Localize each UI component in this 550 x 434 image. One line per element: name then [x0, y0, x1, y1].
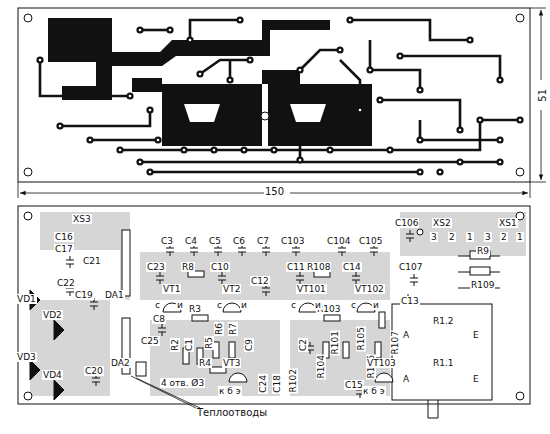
part-label: R1.1 [432, 358, 455, 368]
part-label: 4 отв. Ø3 [160, 378, 205, 388]
part-label: C3 [160, 236, 174, 246]
callout-label: Теплоотводы [196, 408, 268, 418]
part-label: R5 [204, 336, 214, 350]
part-label: 2 [448, 232, 456, 242]
part-label: R8 [181, 262, 195, 272]
part-label: C24 [258, 374, 268, 394]
part-label: R6 [214, 322, 224, 336]
part-label: C20 [84, 366, 104, 376]
part-label: DA2 [110, 358, 131, 368]
part-label: C12 [250, 276, 270, 286]
part-label: 1 [466, 232, 474, 242]
part-label: XS2 [432, 218, 452, 228]
part-label: VT2 [222, 284, 241, 294]
part-label: C11 [286, 262, 306, 272]
part-label: R101 [330, 330, 340, 355]
part-label: с [350, 300, 357, 310]
part-label: R7 [228, 322, 238, 336]
part-label: VT102 [354, 284, 385, 294]
part-label: VT101 [296, 284, 327, 294]
part-label: VT1 [162, 284, 181, 294]
dimension-label: 150 [264, 187, 285, 197]
part-label: R3 [188, 304, 202, 314]
part-label: C22 [56, 278, 76, 288]
part-label: E [472, 374, 480, 384]
part-label: с [290, 300, 297, 310]
part-label: XS3 [72, 214, 92, 224]
part-label: и [372, 300, 380, 310]
part-label: C2 [298, 338, 308, 352]
part-label: C1 [184, 338, 194, 352]
part-label: и [240, 300, 248, 310]
part-label: C9 [244, 338, 254, 352]
part-label: R102 [288, 368, 298, 393]
part-label: VD1 [16, 294, 37, 304]
part-label: R4 [198, 358, 212, 368]
part-label: C14 [342, 262, 362, 272]
part-label: C21 [82, 256, 102, 266]
part-label: C23 [146, 262, 166, 272]
part-label: и [314, 300, 322, 310]
part-label: к б э [218, 386, 242, 396]
part-label: C13 [400, 296, 420, 306]
part-label: R2 [170, 338, 180, 352]
part-label: R104 [316, 354, 326, 379]
part-label: к б э [362, 386, 386, 396]
part-label: C18 [272, 374, 282, 394]
part-label: C4 [184, 236, 198, 246]
part-label: 1 [516, 232, 524, 242]
part-label: VT3 [222, 358, 241, 368]
part-label: 3 [484, 232, 492, 242]
part-label: A [402, 374, 410, 384]
part-label: C6 [232, 236, 246, 246]
part-label: E [472, 330, 480, 340]
part-label: 3 [430, 232, 438, 242]
part-label: C5 [208, 236, 222, 246]
part-label: XS1 [498, 218, 518, 228]
part-label: C106 [394, 218, 419, 228]
part-label: R107 [390, 330, 400, 355]
part-label: C19 [74, 290, 94, 300]
part-label: C105 [358, 236, 383, 246]
part-label: R108 [306, 262, 331, 272]
part-label: C10 [210, 262, 230, 272]
part-label: C25 [140, 336, 160, 346]
part-label: C8 [152, 314, 166, 324]
part-label: C17 [54, 244, 74, 254]
part-label: 2 [500, 232, 508, 242]
part-label: C7 [256, 236, 270, 246]
part-label: A [402, 330, 410, 340]
dimension-label: 51 [538, 88, 548, 103]
component-side [18, 206, 530, 418]
part-label: с [216, 300, 223, 310]
part-label: C15 [344, 380, 364, 390]
part-label: C103 [280, 236, 305, 246]
part-label: R105 [356, 326, 366, 351]
part-label: C104 [326, 236, 351, 246]
copper-side [18, 8, 530, 182]
part-label: VT103 [366, 358, 397, 368]
part-label: VD4 [42, 370, 63, 380]
part-label: VD3 [16, 352, 37, 362]
part-label: R1.2 [432, 316, 455, 326]
part-label: C16 [54, 232, 74, 242]
part-label: R109 [470, 280, 495, 290]
part-label: R9 [476, 246, 490, 256]
part-label: с [154, 300, 161, 310]
part-label: DA1 [104, 290, 125, 300]
dimension-lines [18, 8, 546, 198]
part-label: VD2 [42, 310, 63, 320]
part-label: и [176, 300, 184, 310]
part-label: C107 [398, 262, 423, 272]
